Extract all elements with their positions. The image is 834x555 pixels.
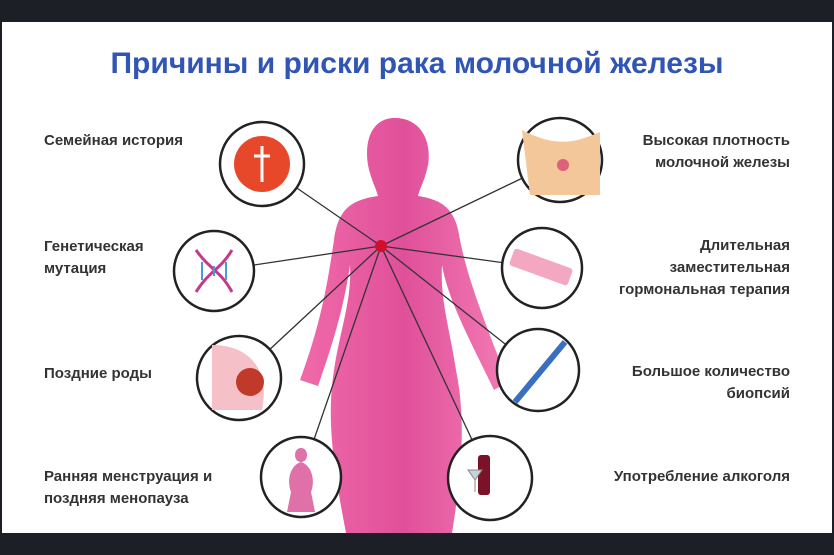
page-title: Причины и риски рака молочной железы — [110, 47, 724, 80]
female-body-silhouette — [300, 118, 508, 533]
label-alcohol: Употребление алкоголя — [613, 468, 790, 485]
label-family-history: Семейная история — [44, 132, 183, 149]
label-late-birth: Поздние роды — [44, 365, 152, 382]
hub-dot — [375, 240, 387, 252]
